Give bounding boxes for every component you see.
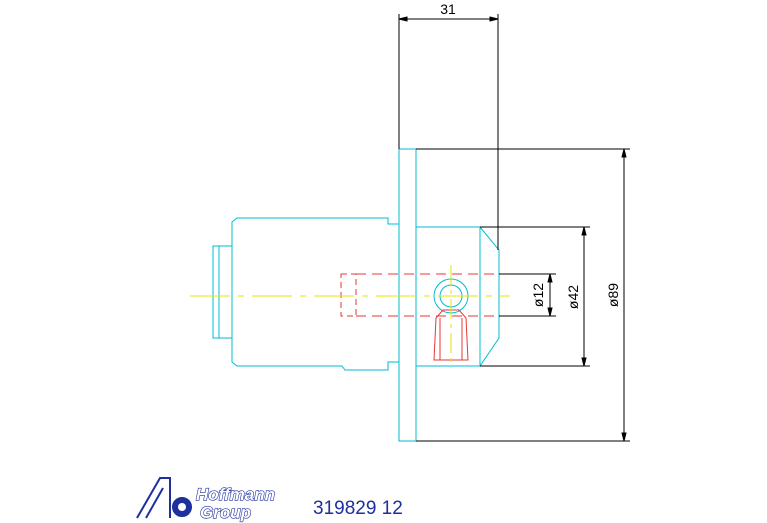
set-screw xyxy=(433,309,469,361)
hoffmann-logo: Hoffmann Group xyxy=(136,477,276,523)
hidden-bore-left xyxy=(340,273,357,317)
shank-outline xyxy=(231,217,400,371)
dim-42-arrows xyxy=(581,226,587,367)
head-outline xyxy=(416,226,500,367)
pin-outline xyxy=(212,245,232,339)
dim-89-arrows xyxy=(621,148,627,442)
logo-emblem-icon xyxy=(136,477,192,519)
dim-89-label: ø89 xyxy=(605,283,621,307)
logo-line2: Group xyxy=(200,503,251,522)
logo-emblem-frame xyxy=(136,477,171,519)
dim-42-label: ø42 xyxy=(565,285,581,309)
centerlines xyxy=(190,265,510,368)
dim-31-arrows xyxy=(398,16,499,22)
dimension-lines xyxy=(398,14,630,442)
logo-emblem-stroke xyxy=(145,487,164,519)
dim-12-arrows xyxy=(547,273,553,317)
flange-outline xyxy=(398,148,417,442)
dim-31-label: 31 xyxy=(440,1,456,17)
logo-emblem-gear-hole xyxy=(178,503,186,511)
hidden-lines xyxy=(340,273,499,361)
dimension-labels: 31 ø12 ø42 ø89 xyxy=(440,1,621,309)
logo-line1: Hoffmann xyxy=(196,485,275,504)
part-number: 319829 12 xyxy=(313,498,403,519)
dim-12-label: ø12 xyxy=(530,283,546,307)
